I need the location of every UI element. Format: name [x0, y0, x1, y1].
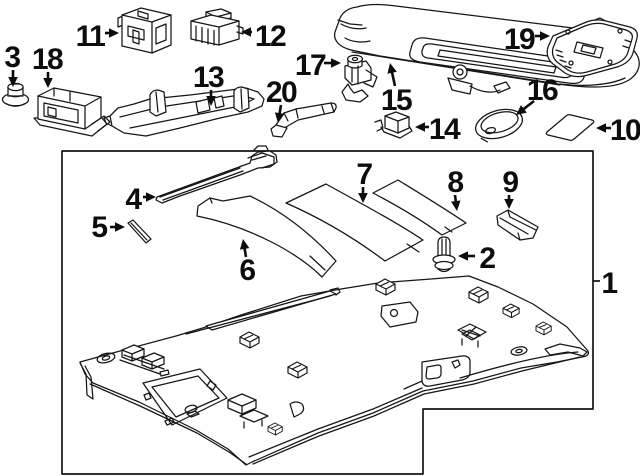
callout-14-label: 14 [429, 113, 461, 146]
callout-5-label: 5 [91, 211, 107, 244]
callout-16-leader [516, 99, 535, 115]
part-3-speed-nut [1, 82, 30, 107]
callout-3-leader [8, 70, 18, 87]
part-17-visor-holder [341, 54, 378, 103]
callout-15-label: 15 [381, 84, 412, 117]
callout-13-label: 13 [193, 61, 224, 94]
callout-8-leader [450, 194, 461, 211]
part-8-silencer-pad [372, 179, 467, 236]
callout-5-leader [110, 222, 125, 232]
part-2-push-clip [432, 236, 456, 273]
part-18-dome-lamp [33, 87, 111, 137]
callout-2-leader [458, 251, 475, 261]
callout-8-label: 8 [447, 166, 463, 199]
callout-4-label: 4 [125, 183, 142, 216]
callout-12-leader [241, 27, 252, 37]
callout-14-leader [415, 122, 429, 132]
callout-10-leader [596, 123, 611, 133]
part-16-oval-cover [475, 108, 523, 143]
callout-12-label: 12 [255, 20, 286, 53]
part-6-silencer-pad [196, 195, 337, 278]
part-9-spacer-pad [496, 209, 539, 241]
callout-10-label: 10 [610, 114, 640, 147]
headliner-opening [142, 368, 228, 426]
callout-18-label: 18 [32, 43, 63, 76]
headliner-maplight-cutout [380, 301, 419, 328]
part-12-connector-box [190, 8, 244, 46]
callout-1-label: 1 [601, 267, 617, 300]
part-5-pad-strip [127, 219, 152, 244]
callout-20-label: 20 [266, 76, 297, 109]
callout-15-leader [387, 63, 397, 87]
callout-17-label: 17 [295, 49, 326, 82]
headliner-corner-hook [459, 343, 588, 379]
callout-9-leader [504, 195, 514, 209]
callout-20-leader [274, 104, 285, 123]
headliner-console-brackets [227, 393, 269, 429]
assembly-boundary-box [61, 150, 594, 475]
part-11-junction-box [117, 7, 172, 54]
part-1-headliner-panel [79, 275, 589, 466]
part-4-side-rail-bracket [155, 145, 278, 204]
callout-6-leader [239, 239, 250, 258]
callout-2-label: 2 [479, 242, 495, 275]
callout-3-label: 3 [4, 41, 20, 74]
callout-11-label: 11 [76, 20, 106, 53]
part-13-lamp-bracket [103, 86, 265, 137]
headliner-center-bracket [457, 323, 487, 348]
callout-6-label: 6 [239, 254, 255, 287]
callout-9-label: 9 [502, 166, 518, 199]
headliner-mini-clips [186, 278, 552, 436]
part-art-layer [1, 4, 640, 475]
part-20-grip-retainer [270, 102, 337, 138]
callout-19-leader [535, 31, 550, 41]
callout-4-leader [143, 192, 156, 202]
part-10-sunshade-sheet [545, 114, 595, 141]
callout-7-label: 7 [356, 158, 372, 191]
callout-13-leader [206, 90, 216, 106]
callout-19-label: 19 [504, 23, 535, 56]
callout-11-leader [105, 28, 119, 38]
part-14-retainer-clip [374, 111, 413, 139]
callout-18-leader [43, 72, 53, 88]
callout-7-leader [358, 187, 368, 203]
headliner-rear-flap [403, 355, 471, 390]
part-7-silencer-pad [285, 183, 424, 262]
headliner-left-clips [96, 344, 165, 375]
callout-17-leader [324, 58, 341, 68]
headliner-left-flap [79, 362, 94, 400]
part-19-overhead-console [546, 17, 638, 78]
